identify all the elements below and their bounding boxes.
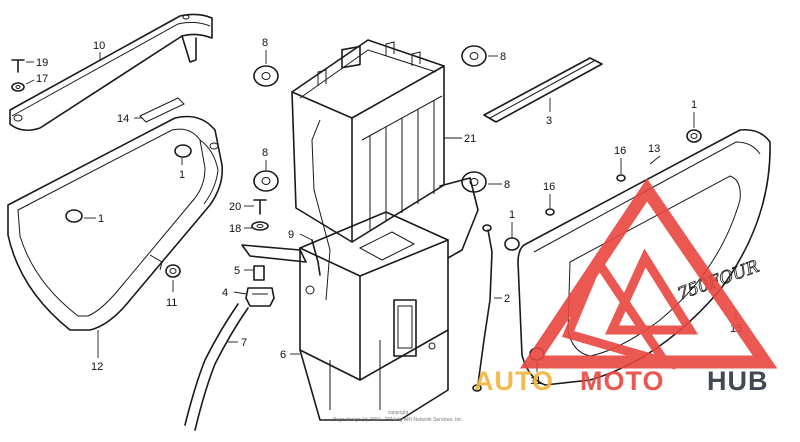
left-side-cover xyxy=(7,115,224,331)
grommet-1-right xyxy=(686,129,702,143)
screw-19 xyxy=(11,59,25,73)
battery xyxy=(291,39,445,301)
grommet-8-mid-right xyxy=(461,171,487,193)
cable-9 xyxy=(311,239,321,276)
callout-1-right: 1 xyxy=(691,99,697,111)
callout-13: 13 xyxy=(648,143,660,155)
battery-band xyxy=(483,57,603,123)
callout-21: 21 xyxy=(464,133,476,145)
callout-1-center: 1 xyxy=(509,209,515,221)
grommet-11-left xyxy=(165,264,181,278)
grommet-8-top-left xyxy=(253,65,279,87)
callout-17: 17 xyxy=(36,73,48,85)
callout-18: 18 xyxy=(229,223,241,235)
callout-16-upper: 16 xyxy=(614,145,626,157)
watermark: AUTO MOTO HUB xyxy=(474,178,778,396)
ground-cable xyxy=(472,224,493,392)
watermark-word-2: MOTO xyxy=(580,366,665,396)
callout-5: 5 xyxy=(234,265,240,277)
callout-1-left-lower: 1 xyxy=(98,213,104,225)
washer-17 xyxy=(11,82,25,92)
callout-4: 4 xyxy=(222,287,228,299)
callout-16-lower: 16 xyxy=(543,181,555,193)
side-cover-stay xyxy=(9,13,213,132)
callout-9: 9 xyxy=(288,229,294,241)
callout-8-mid-left: 8 xyxy=(262,147,268,159)
watermark-word-3: HUB xyxy=(707,366,769,396)
cover-pad xyxy=(139,97,185,123)
breather-tube xyxy=(184,303,249,431)
watermark-word-1: AUTO xyxy=(474,366,554,396)
grommet-8-mid-left xyxy=(253,170,279,192)
callout-1-left-upper: 1 xyxy=(179,169,185,181)
nut-16-lower xyxy=(545,208,555,216)
callout-12: 12 xyxy=(91,361,103,373)
callout-2: 2 xyxy=(504,293,510,305)
callout-11-left: 11 xyxy=(166,297,177,309)
callout-7: 7 xyxy=(241,337,247,349)
callouts: 19 17 10 14 1 1 11 12 8 8 3 21 8 20 18 9… xyxy=(36,37,742,387)
callout-8-top-right: 8 xyxy=(500,51,506,63)
bolt-20 xyxy=(253,199,267,215)
callout-19: 19 xyxy=(36,57,48,69)
cap-5 xyxy=(253,265,265,281)
callout-11-right: 11 xyxy=(530,375,541,387)
copyright-notice: copyright Page design (c) 2004 - 2014 by… xyxy=(333,410,463,423)
grommet-8-top-right xyxy=(461,45,487,67)
washer-18 xyxy=(251,221,269,231)
callout-8-top-left: 8 xyxy=(262,37,268,49)
copyright-line-1: copyright xyxy=(388,410,409,416)
nut-16-upper xyxy=(616,174,626,182)
callout-20: 20 xyxy=(229,201,241,213)
callout-6: 6 xyxy=(280,349,286,361)
callout-10: 10 xyxy=(93,40,105,52)
copyright-line-2: Page design (c) 2004 - 2014 by ARI Netwo… xyxy=(333,417,463,423)
callout-14: 14 xyxy=(117,113,129,125)
callout-3: 3 xyxy=(546,115,552,127)
watermark-logo-icon xyxy=(519,178,778,370)
joint-4 xyxy=(245,287,275,307)
battery-box xyxy=(241,177,479,421)
callout-8-mid-right: 8 xyxy=(504,179,510,191)
